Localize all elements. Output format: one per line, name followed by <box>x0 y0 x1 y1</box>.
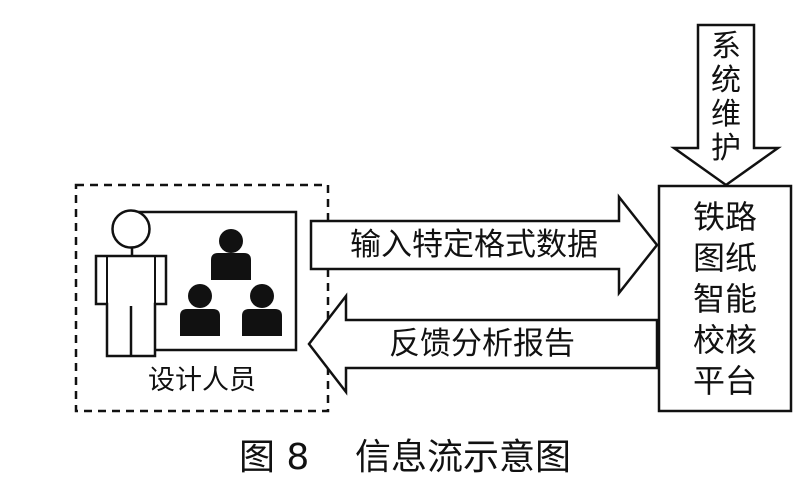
input-arrow-label: 输入特定格式数据 <box>350 227 598 263</box>
people-icon <box>180 229 282 336</box>
feedback-report-arrow: 反馈分析报告 <box>307 292 659 396</box>
maintenance-label-line-3: 维 <box>711 97 741 132</box>
person-icon-bottom-right <box>242 284 282 336</box>
rail-drawing-check-platform: 铁路 图纸 智能 校核 平台 <box>657 184 793 413</box>
maintenance-label-line-1: 系 <box>711 29 741 64</box>
person-icon-bottom-left <box>180 284 220 336</box>
maintenance-label-line-2: 统 <box>711 63 741 98</box>
designer-dashed-frame <box>74 183 330 413</box>
designer-label: 设计人员 <box>148 365 256 396</box>
maintenance-label-line-4: 护 <box>711 131 741 166</box>
platform-box <box>657 184 793 413</box>
platform-label-line-1: 铁路 <box>693 198 757 236</box>
input-data-arrow: 输入特定格式数据 <box>309 193 659 297</box>
feedback-arrow-label: 反馈分析报告 <box>389 326 575 362</box>
platform-label-line-3: 智能 <box>693 280 757 318</box>
person-outline-icon <box>94 209 168 358</box>
figure-caption: 图 8 信息流示意图 <box>239 437 571 478</box>
platform-label-line-2: 图纸 <box>693 239 757 277</box>
platform-label-line-4: 校核 <box>693 321 757 359</box>
system-maintenance-arrow: 系 统 维 护 <box>670 23 782 187</box>
person-icon-top <box>211 229 251 280</box>
platform-label-line-5: 平台 <box>693 362 757 400</box>
designer-group: 设计人员 <box>74 183 330 413</box>
